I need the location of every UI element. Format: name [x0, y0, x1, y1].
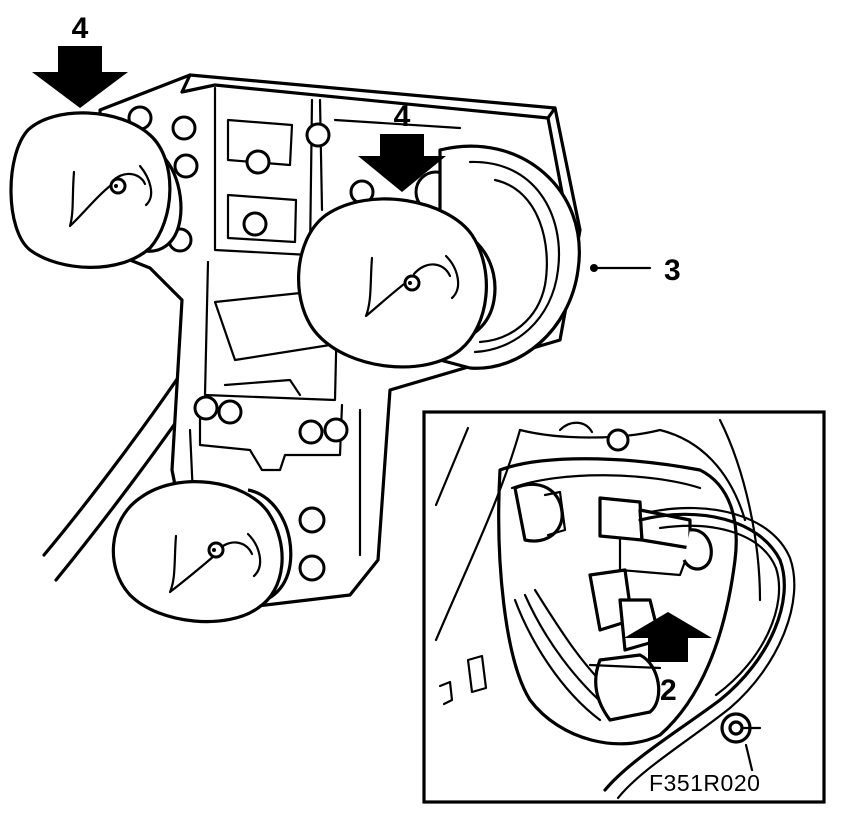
hole	[171, 115, 197, 141]
bulb-bottom	[111, 480, 293, 624]
hole	[298, 419, 324, 445]
hole	[217, 399, 243, 425]
hole	[173, 153, 199, 179]
inset-fastener	[720, 712, 762, 772]
inset-wiring	[603, 506, 796, 800]
hole	[242, 211, 268, 237]
label-arrow-2: 2	[660, 674, 677, 707]
hole	[245, 149, 271, 175]
hole	[298, 506, 326, 534]
bulb-top-left	[9, 111, 183, 269]
label-arrow-4-left: 4	[72, 12, 89, 45]
bulb-center	[297, 197, 497, 369]
hole	[298, 554, 326, 582]
arrow-up-icon-inset	[624, 612, 712, 662]
hole	[193, 395, 219, 421]
label-bulb-holder-3: 3	[664, 254, 681, 287]
hole	[323, 417, 349, 443]
inset-detail-view: 2 F351R020	[422, 410, 826, 804]
hole	[305, 122, 331, 148]
inset-vehicle-body	[434, 418, 762, 746]
arrow-down-icon-center	[358, 134, 446, 192]
figure-code: F351R020	[649, 770, 760, 796]
label-arrow-4-center: 4	[394, 100, 411, 133]
arrow-down-icon-left	[32, 46, 128, 108]
bulb-holder-leader	[590, 264, 652, 272]
